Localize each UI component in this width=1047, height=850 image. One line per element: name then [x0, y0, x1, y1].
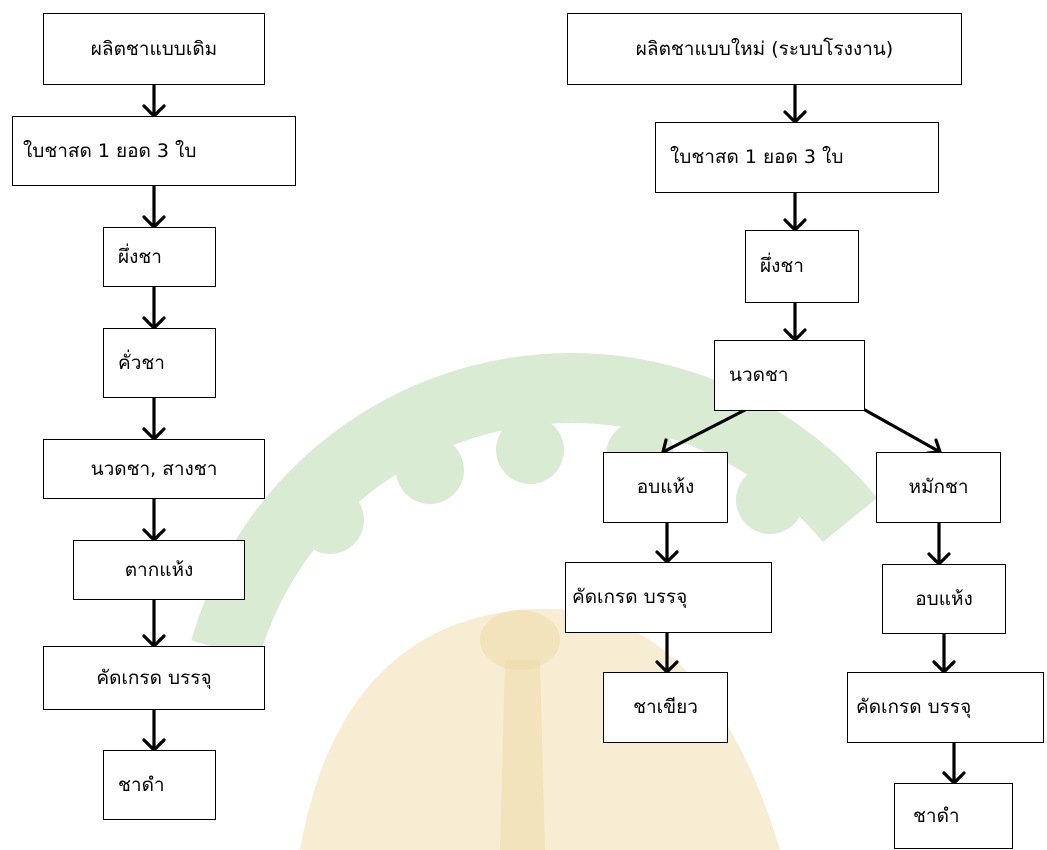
traditional-title-box: ผลิตชาแบบเดิม: [43, 13, 265, 85]
arrow-branch-right: [863, 408, 942, 455]
traditional-title: ผลิตชาแบบเดิม: [90, 37, 218, 60]
step-sun-dry: ตากแห้ง: [73, 540, 245, 600]
step-dry: อบแห้ง: [882, 564, 1006, 634]
step-dry: อบแห้ง: [603, 452, 728, 523]
step-fresh-leaves: ใบชาสด 1 ยอด 3 ใบ: [12, 116, 296, 186]
step-wither: ผึ่งชา: [103, 227, 216, 287]
step-label: คัดเกรด บรรจุ: [96, 666, 212, 689]
arrow-down: [783, 191, 807, 232]
arrow-down: [142, 497, 166, 542]
step-black-tea: ชาดำ: [103, 750, 216, 820]
modern-title-box: ผลิตชาแบบใหม่ (ระบบโรงงาน): [567, 13, 962, 85]
step-ferment: หมักชา: [876, 452, 1001, 523]
arrow-down: [142, 396, 166, 441]
arrow-down: [142, 285, 166, 330]
step-label: คัดเกรด บรรจุ: [856, 696, 972, 719]
step-roast: คั่วชา: [103, 328, 216, 398]
arrow-down: [783, 83, 807, 124]
step-label: อบแห้ง: [915, 587, 973, 610]
step-label: ชาดำ: [118, 773, 165, 796]
step-label: ตากแห้ง: [124, 558, 194, 581]
arrow-down: [655, 521, 679, 564]
arrow-down: [942, 741, 966, 785]
step-fresh-leaves: ใบชาสด 1 ยอด 3 ใบ: [655, 122, 939, 193]
step-grade-pack: คัดเกรด บรรจุ: [565, 562, 772, 633]
step-green-tea: ชาเขียว: [603, 672, 728, 743]
step-label: ชาดำ: [913, 804, 960, 827]
step-label: ผึ่งชา: [118, 245, 162, 268]
step-label: นวดชา: [729, 364, 789, 387]
step-label: คัดเกรด บรรจุ: [572, 586, 688, 609]
arrow-down: [142, 184, 166, 229]
step-wither: ผึ่งชา: [745, 230, 859, 303]
arrow-branch-left: [661, 408, 747, 457]
arrow-down: [142, 598, 166, 648]
arrow-down: [142, 708, 166, 752]
step-label: ใบชาสด 1 ยอด 3 ใบ: [23, 139, 197, 162]
step-label: อบแห้ง: [636, 476, 695, 499]
step-label: ผึ่งชา: [760, 255, 804, 278]
step-label: คั่วชา: [118, 351, 165, 374]
step-grade-pack: คัดเกรด บรรจุ: [847, 672, 1044, 743]
arrow-down: [932, 632, 956, 674]
arrow-down: [142, 83, 166, 118]
arrow-down: [655, 631, 679, 674]
modern-title: ผลิตชาแบบใหม่ (ระบบโรงงาน): [635, 37, 894, 60]
step-label: ใบชาสด 1 ยอด 3 ใบ: [670, 146, 844, 169]
arrow-down: [927, 521, 951, 566]
step-grade-pack: คัดเกรด บรรจุ: [43, 646, 265, 710]
step-label: นวดชา, สางชา: [90, 457, 218, 480]
step-black-tea: ชาดำ: [894, 783, 1013, 849]
step-label: หมักชา: [908, 476, 969, 499]
step-roll-wash: นวดชา, สางชา: [43, 439, 265, 499]
step-roll: นวดชา: [714, 340, 865, 411]
step-label: ชาเขียว: [633, 696, 698, 719]
arrow-down: [783, 301, 807, 342]
